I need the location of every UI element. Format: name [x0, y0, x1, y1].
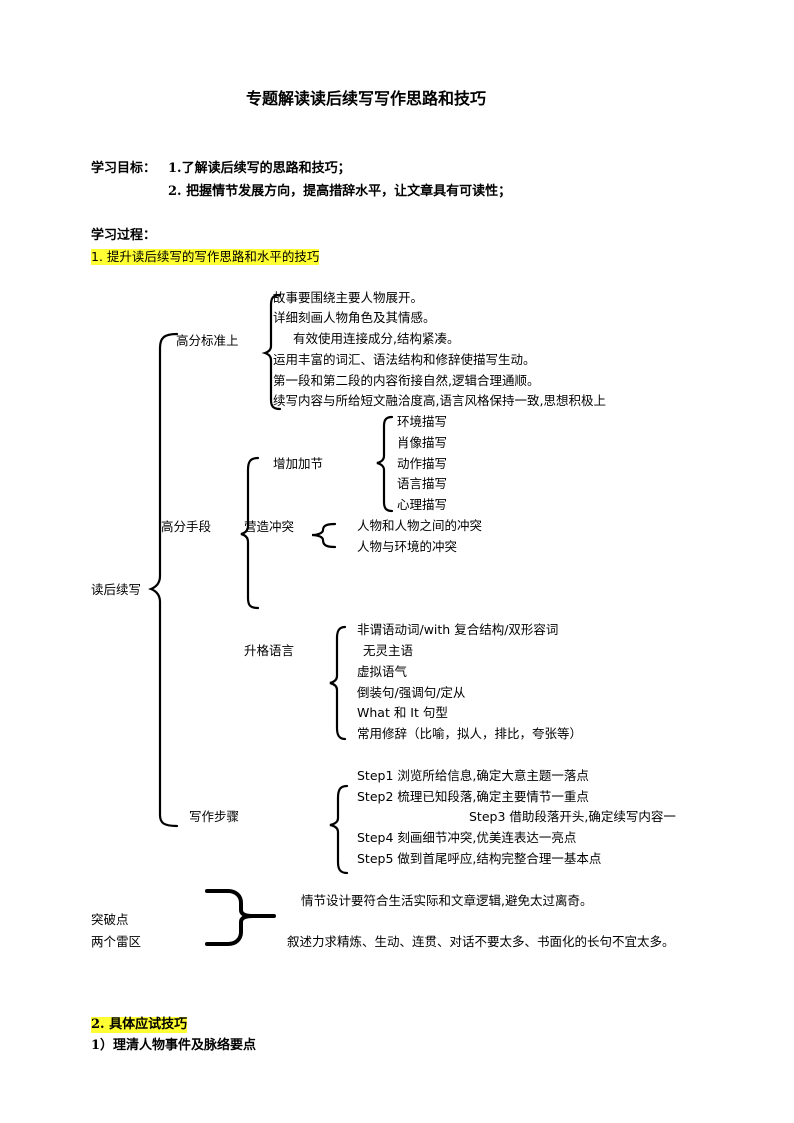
breakthrough-item: 情节设计要符合生活实际和文章逻辑,避免太过离奇。 [301, 893, 593, 908]
objective-item-2: 2. 把握情节发展方向，提高措辞水平，让文章具有可读性； [168, 184, 512, 199]
standard-item: 详细刻画人物角色及其情感。 [273, 310, 436, 325]
pitfalls-label: 两个雷区 [91, 934, 142, 949]
conflict-item: 人物和人物之间的冲突 [357, 518, 483, 533]
steps-bracket [329, 784, 349, 875]
language-item: 虚拟语气 [357, 664, 408, 679]
standard-item: 运用丰富的词汇、语法结构和修辞使描写生动。 [273, 352, 536, 367]
language-item: 无灵主语 [363, 643, 414, 658]
detail-item: 肖像描写 [397, 435, 448, 450]
language-item: What 和 It 句型 [357, 705, 448, 720]
steps-label: 写作步骤 [189, 809, 240, 824]
step-item: Step1 浏览所给信息,确定大意主题一落点 [357, 768, 589, 783]
details-bracket [376, 415, 394, 513]
conflict-label: 营造冲突 [244, 519, 295, 534]
breakthrough-item: 叙述力求精炼、生动、连贯、对话不要太多、书面化的长句不宜太多。 [287, 934, 675, 949]
objectives-label: 学习目标： [91, 161, 157, 176]
section2-subheading: 1）理清人物事件及脉络要点 [91, 1038, 257, 1053]
page-title: 专题解读读后续写写作思路和技巧 [246, 89, 487, 108]
detail-item: 动作描写 [397, 456, 448, 471]
conflict-item: 人物与环境的冲突 [357, 539, 458, 554]
language-label: 升格语言 [244, 643, 295, 658]
language-item: 常用修辞（比喻，拟人，排比，夸张等） [357, 726, 583, 741]
language-bracket [329, 625, 347, 741]
root-bracket [148, 332, 179, 828]
means-label: 高分手段 [161, 519, 212, 534]
step-item: Step5 做到首尾呼应,结构完整合理一基本点 [357, 851, 602, 866]
detail-item: 语言描写 [397, 476, 448, 491]
standard-label: 高分标准上 [176, 333, 239, 348]
language-item: 非谓语动词/with 复合结构/双形容词 [357, 622, 559, 637]
step-item: Step4 刻画细节冲突,优美连表达一亮点 [357, 830, 577, 845]
standard-item: 续写内容与所给短文融洽度高,语言风格保持一致,思想积极上 [273, 393, 606, 408]
step-item: Step2 梳理已知段落,确定主要情节一重点 [357, 789, 589, 804]
language-item: 倒装句/强调句/定从 [357, 685, 466, 700]
objective-item-1: 1.了解读后续写的思路和技巧； [168, 161, 351, 176]
breakthrough-bracket [205, 889, 276, 946]
detail-item: 环境描写 [397, 414, 448, 429]
standard-item: 第一段和第二段的内容衔接自然,逻辑合理通顺。 [273, 373, 540, 388]
conflict-bracket [311, 522, 337, 549]
detail-item: 心理描写 [397, 497, 448, 512]
add-details-label: 增加加节 [273, 456, 324, 471]
standard-item: 有效使用连接成分,结构紧凑。 [293, 331, 460, 346]
root-node: 读后续写 [91, 582, 142, 597]
section2-heading: 2. 具体应试技巧 [91, 1017, 188, 1033]
breakthrough-label: 突破点 [91, 912, 129, 927]
process-label: 学习过程： [91, 228, 157, 243]
standard-item: 故事要围绕主要人物展开。 [273, 290, 424, 305]
step-item: Step3 借助段落开头,确定续写内容一 [469, 809, 676, 824]
section1-heading: 1. 提升读后续写的写作思路和水平的技巧 [91, 249, 320, 265]
